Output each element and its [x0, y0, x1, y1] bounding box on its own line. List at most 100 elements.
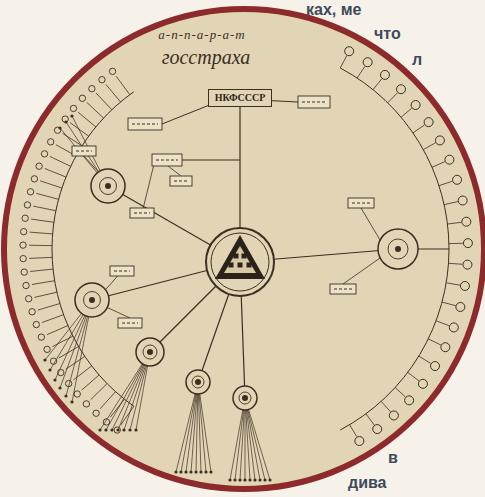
ring-circle	[31, 176, 37, 182]
fan-end	[238, 478, 241, 481]
triangle-inner	[224, 246, 256, 273]
fan-end	[184, 470, 187, 473]
fan-end	[110, 428, 113, 431]
ring-tick	[87, 102, 104, 118]
small-box	[152, 154, 182, 166]
illegible-mark	[334, 288, 352, 290]
org-box: НКФСССР	[208, 89, 273, 107]
ring-tick	[366, 414, 374, 425]
ring-tick	[36, 193, 58, 199]
ring-circle	[36, 163, 42, 169]
hub-dot	[195, 379, 201, 385]
ring-circle	[380, 70, 389, 79]
small-box	[130, 208, 154, 218]
fan-end	[48, 368, 51, 371]
hub-dot	[147, 349, 153, 355]
small-box	[348, 198, 374, 208]
fan-end	[179, 470, 182, 473]
article-text-fragment: что	[374, 25, 401, 42]
illegible-mark	[122, 322, 138, 324]
box-link	[361, 208, 380, 240]
hub-circle	[233, 386, 257, 410]
fan-end	[194, 470, 197, 473]
ring-circle	[25, 296, 31, 302]
ring-circle	[24, 202, 30, 208]
ring-circle	[21, 269, 27, 275]
ring-tick	[91, 384, 107, 400]
article-text-fragment: ках, ме	[306, 1, 361, 18]
ring-tick	[439, 181, 452, 185]
label-holder: дива	[348, 474, 387, 492]
fan-end	[253, 478, 256, 481]
fan-end	[228, 478, 231, 481]
ring-tick	[357, 66, 365, 78]
check-square	[238, 263, 243, 268]
label-holder: что	[374, 25, 401, 43]
ring-circle	[435, 136, 444, 145]
ring-tick	[59, 346, 79, 358]
illegible-mark	[134, 212, 150, 214]
illegible-mark	[132, 123, 158, 125]
center-circle	[206, 228, 274, 296]
ring-arc	[340, 68, 449, 430]
check-square	[229, 263, 234, 268]
hub-inner	[239, 392, 251, 404]
ring-tick	[33, 206, 56, 211]
fan-end	[70, 114, 73, 117]
ring-tick	[73, 366, 91, 380]
ring-tick	[38, 304, 60, 311]
fan-line	[176, 382, 198, 472]
ring-circle	[424, 118, 433, 127]
ring-circle	[20, 228, 26, 234]
small-box	[128, 118, 162, 130]
box-links	[84, 156, 380, 318]
illegible-mark	[156, 159, 178, 161]
ring-circle	[54, 127, 60, 133]
hub-dot	[395, 246, 401, 252]
ring-tick	[45, 168, 66, 177]
hub-inner	[100, 178, 117, 195]
fan-end	[134, 428, 137, 431]
hub-dot	[242, 395, 248, 401]
ring-circle	[38, 334, 44, 340]
ring-circle	[405, 396, 414, 405]
ring-circle	[44, 346, 50, 352]
ring-circle	[462, 217, 471, 226]
ring-tick	[447, 222, 461, 224]
small-box	[110, 266, 134, 276]
check-square	[242, 254, 247, 259]
fan-line	[181, 382, 198, 472]
ring-circle	[20, 255, 26, 261]
ring-tick	[78, 112, 96, 127]
small-boxes	[72, 96, 374, 328]
ring-tick	[423, 143, 435, 150]
fan-end	[233, 478, 236, 481]
small-box	[72, 146, 96, 156]
hub-circle	[186, 370, 210, 394]
fan-end	[268, 478, 271, 481]
ring-circle	[460, 281, 469, 290]
ring-circle	[20, 242, 26, 248]
hub-circle	[378, 229, 418, 269]
fan-line	[198, 382, 211, 472]
fan-end	[122, 428, 125, 431]
ring-tick	[50, 156, 71, 166]
fan-lines	[228, 398, 271, 482]
ring-circle	[397, 85, 406, 94]
fan-line	[186, 382, 198, 472]
ring-tick	[82, 375, 99, 390]
ring-tick	[449, 243, 463, 244]
fan-lines	[174, 382, 212, 474]
ring-circle	[23, 282, 29, 288]
ring-circle	[33, 321, 39, 327]
label-holder: в	[388, 449, 398, 467]
label-holder: а-п-п-а-р-а-т	[158, 28, 245, 43]
ring-tick	[40, 181, 62, 188]
ring-tick	[340, 56, 347, 68]
small-box	[170, 176, 192, 186]
hub-inner	[84, 292, 101, 309]
ring-circle	[463, 239, 472, 248]
ring-circle	[109, 68, 115, 74]
ring-tick	[419, 356, 431, 363]
branch-line	[182, 160, 240, 161]
